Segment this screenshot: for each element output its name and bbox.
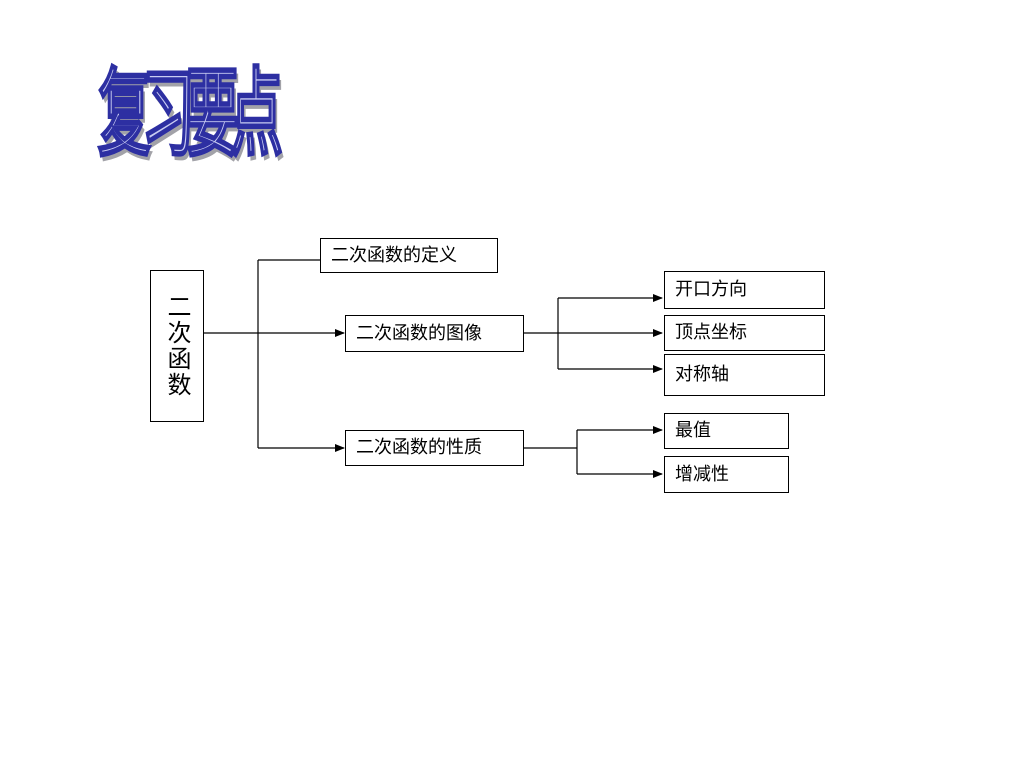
slide-title: 复习要点 xyxy=(97,57,283,170)
definition-node: 二次函数的定义 xyxy=(320,238,498,273)
root-node: 二次函数 xyxy=(150,270,204,422)
properties-node: 二次函数的性质 xyxy=(345,430,524,466)
symmetry-axis-node: 对称轴 xyxy=(664,354,825,396)
extremum-node: 最值 xyxy=(664,413,789,449)
vertex-coordinates-node: 顶点坐标 xyxy=(664,315,825,351)
monotonicity-node: 增减性 xyxy=(664,456,789,493)
graph-node: 二次函数的图像 xyxy=(345,315,524,352)
opening-direction-node: 开口方向 xyxy=(664,271,825,309)
